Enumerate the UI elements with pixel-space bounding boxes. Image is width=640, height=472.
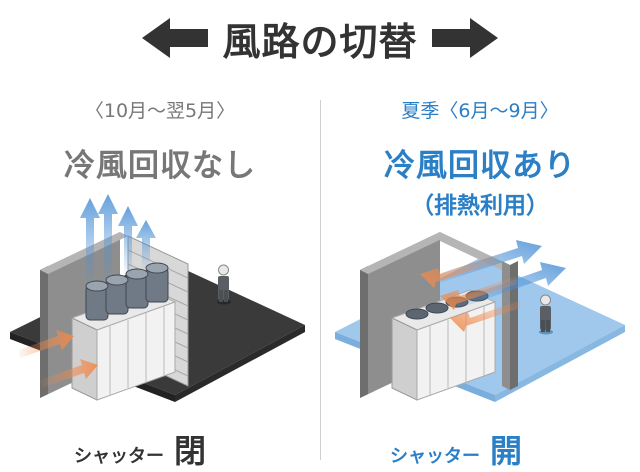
right-panel: 夏季〈6月～9月〉 冷風回収あり （排熱利用） (320, 0, 640, 470)
intake-arrows (18, 330, 98, 388)
right-shutter-status: シャッター 開 (390, 426, 522, 472)
intake-arrows (420, 254, 520, 332)
right-period: 夏季〈6月～9月〉 (401, 100, 559, 122)
panel-divider (320, 100, 321, 460)
shutter-label: シャッター (74, 446, 164, 467)
left-shutter-status: シャッター 閉 (74, 426, 206, 472)
shutter-state-closed: 閉 (174, 432, 207, 470)
page-title: 風路の切替 (222, 19, 418, 64)
left-period: 〈10月～翌5月〉 (84, 100, 236, 122)
chiller-unit (390, 289, 497, 401)
chiller-unit (70, 262, 177, 401)
left-heading: 冷風回収なし (64, 148, 256, 184)
title-row: 風路の切替 (0, 10, 640, 66)
left-panel: 〈10月～翌5月〉 冷風回収なし (0, 0, 320, 470)
shutter-label: シャッター (390, 446, 480, 467)
right-illustration (335, 232, 625, 402)
person-figure (217, 264, 231, 305)
right-subheading: （排熱利用） (411, 193, 549, 219)
shutter-state-open: 開 (490, 432, 523, 470)
right-arrow-icon (431, 18, 498, 58)
left-illustration (10, 194, 305, 402)
right-heading: 冷風回収あり (384, 148, 576, 184)
person-figure (539, 294, 553, 335)
left-arrow-icon (142, 18, 209, 58)
exhaust-up-arrows (80, 194, 156, 285)
